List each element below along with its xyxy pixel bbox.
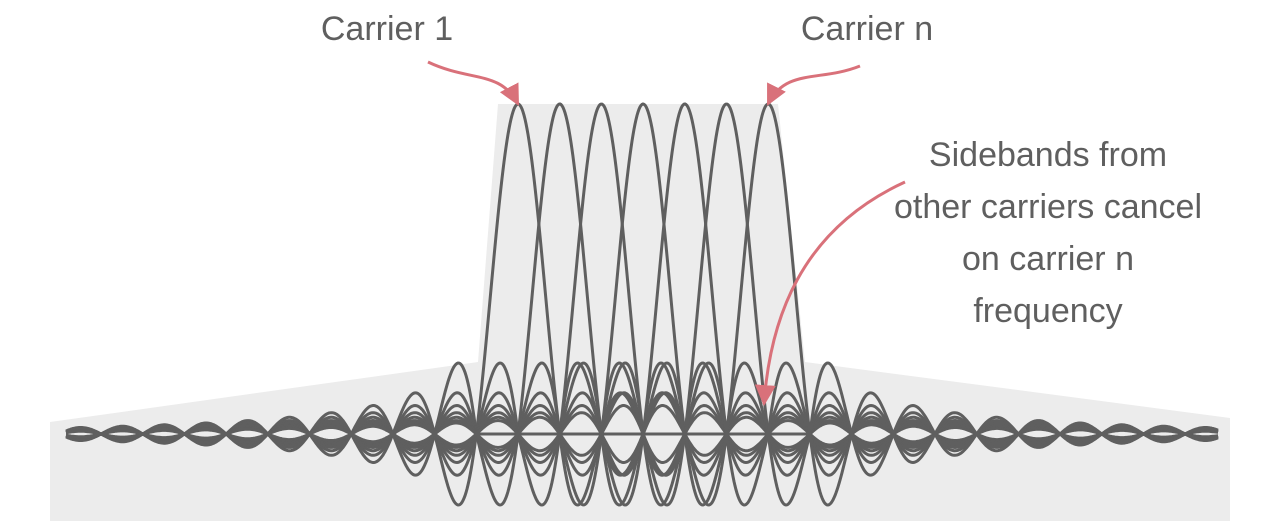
carrier-1-label: Carrier 1 xyxy=(321,10,453,48)
spectrum-shading xyxy=(50,104,1230,521)
carrier-7-mirror-waveform xyxy=(65,361,1219,477)
sidebands-label-line-3: on carrier n xyxy=(962,240,1134,278)
carrier-n-arrow xyxy=(766,64,861,106)
carrier-waveforms xyxy=(65,102,1219,507)
carrier-1-arrow xyxy=(427,60,520,106)
sidebands-arrow xyxy=(754,180,906,407)
carrier-n-label: Carrier n xyxy=(801,10,933,48)
sidebands-label-line-1: Sidebands from xyxy=(929,136,1167,174)
carrier-7-waveform xyxy=(65,102,1219,507)
sidebands-label-line-2: other carriers cancel xyxy=(894,188,1202,226)
sidebands-label-line-4: frequency xyxy=(973,292,1122,330)
